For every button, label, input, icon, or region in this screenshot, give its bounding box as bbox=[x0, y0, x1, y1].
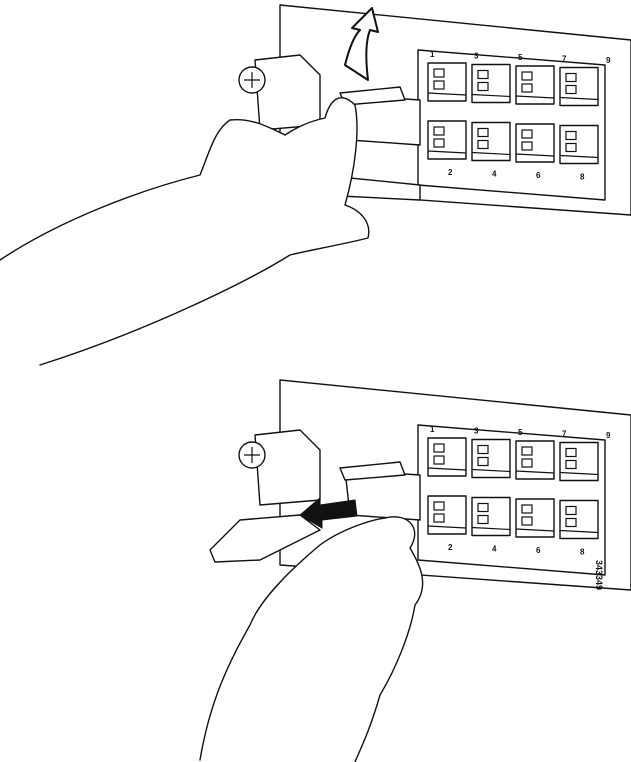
port-number: 8 bbox=[580, 548, 585, 557]
port-number: 7 bbox=[562, 55, 567, 64]
port-number: 2 bbox=[448, 543, 453, 552]
port-number: 3 bbox=[474, 427, 479, 436]
port-number: 2 bbox=[448, 168, 453, 177]
port-number: 3 bbox=[474, 52, 479, 61]
bracket bbox=[255, 430, 320, 505]
port-number: 4 bbox=[492, 545, 497, 554]
port-number: 9 bbox=[606, 431, 611, 440]
figure-id: 343349 bbox=[594, 560, 604, 590]
port-number: 5 bbox=[518, 428, 523, 437]
port-number: 8 bbox=[580, 173, 585, 182]
port-number: 5 bbox=[518, 53, 523, 62]
panel-lift-latch: 1 3 5 7 9 2 4 6 8 bbox=[0, 0, 631, 370]
bracket bbox=[255, 55, 320, 130]
hand bbox=[0, 98, 369, 365]
port-number: 1 bbox=[430, 425, 435, 434]
port-number: 6 bbox=[536, 171, 541, 180]
port-number: 4 bbox=[492, 170, 497, 179]
port-number: 6 bbox=[536, 546, 541, 555]
port-number: 1 bbox=[430, 50, 435, 59]
port-number: 9 bbox=[606, 56, 611, 65]
port-number: 7 bbox=[562, 430, 567, 439]
panel-pull-module: 1 3 5 7 9 2 4 6 8 bbox=[0, 370, 631, 762]
